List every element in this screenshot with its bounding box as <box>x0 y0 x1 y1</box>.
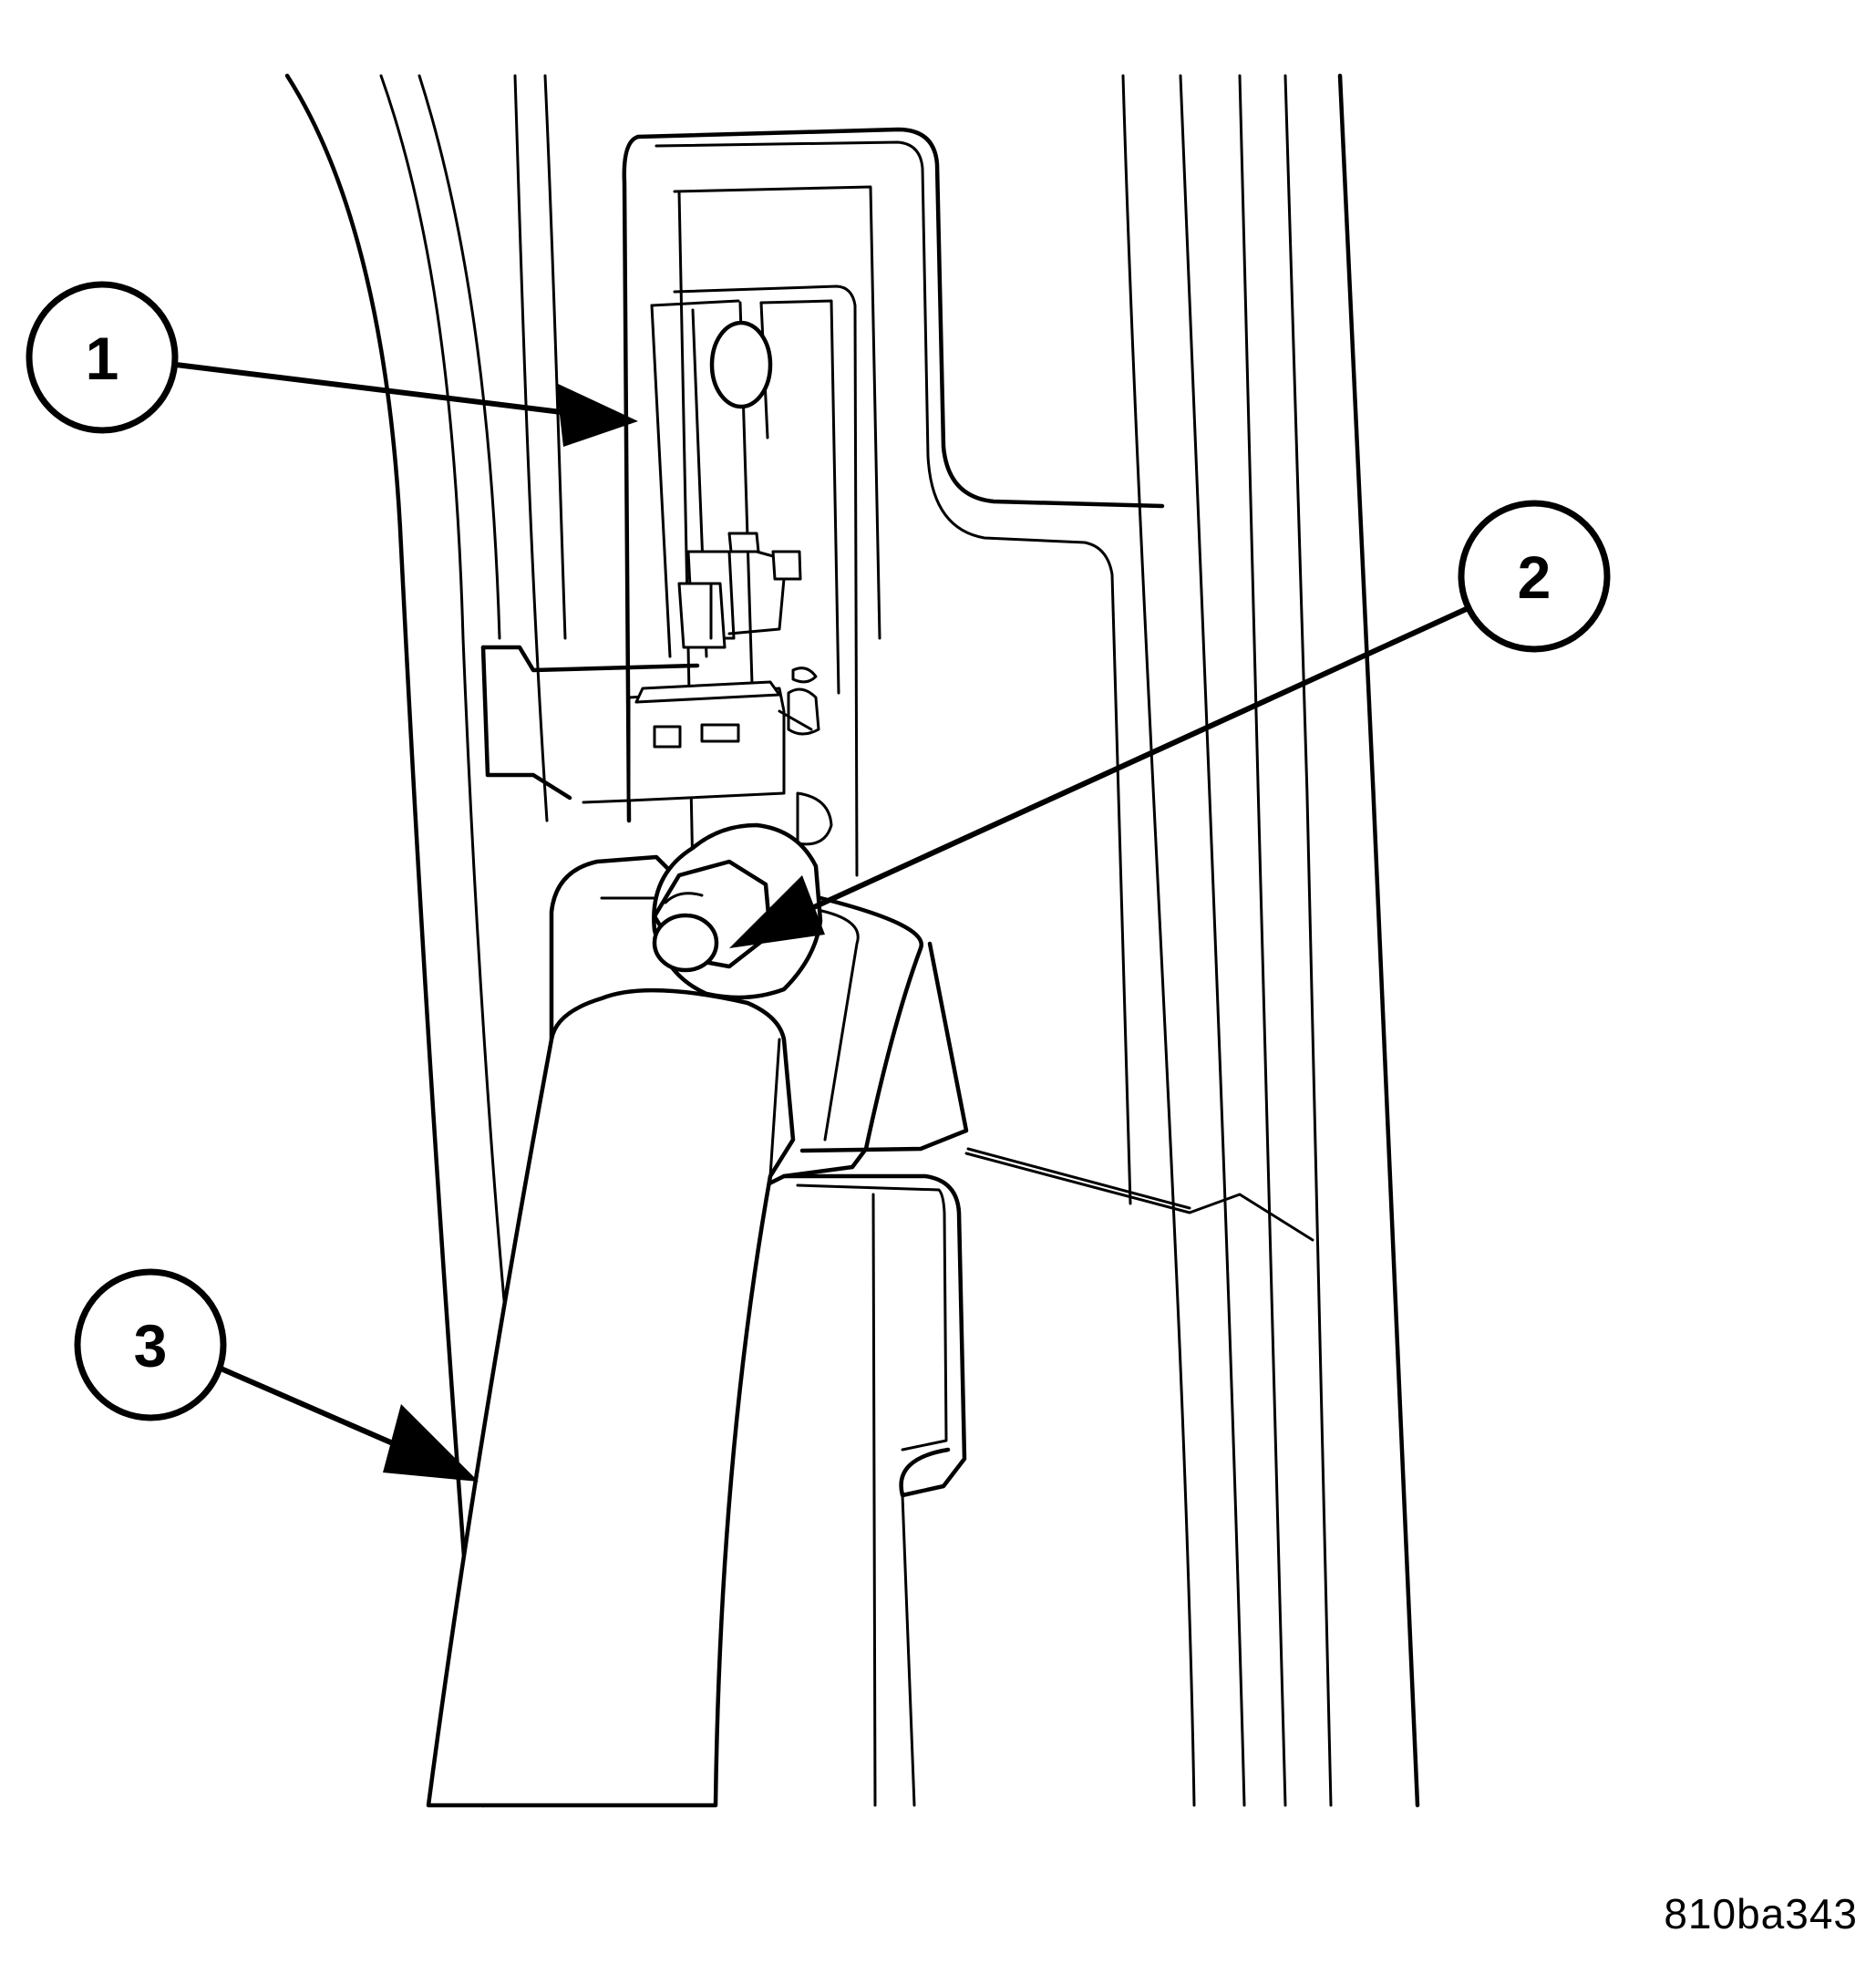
callout-1: 1 <box>26 281 179 434</box>
leader-line-2 <box>729 604 1475 948</box>
callout-2: 2 <box>1458 500 1611 653</box>
adjuster-slot <box>709 320 773 409</box>
adjuster-switch <box>677 532 802 649</box>
callout-1-label: 1 <box>86 325 119 392</box>
arrowhead-2 <box>729 875 825 948</box>
anchor-bolt <box>652 822 823 1000</box>
arrowhead-1 <box>556 383 638 447</box>
leader-line-3 <box>216 1365 479 1482</box>
callout-3: 3 <box>74 1268 227 1421</box>
arrowhead-3 <box>383 1404 479 1482</box>
seat-belt-webbing <box>426 987 796 1808</box>
leader-line-1 <box>173 362 638 447</box>
callout-2-label: 2 <box>1518 543 1551 611</box>
pillar-edge-lines <box>1121 73 1420 1808</box>
callout-3-label: 3 <box>134 1312 168 1380</box>
figure-id-label: 810ba343 <box>1664 1890 1858 1938</box>
pillar-trim-lines <box>284 73 567 1808</box>
wiring-connector <box>480 645 833 846</box>
